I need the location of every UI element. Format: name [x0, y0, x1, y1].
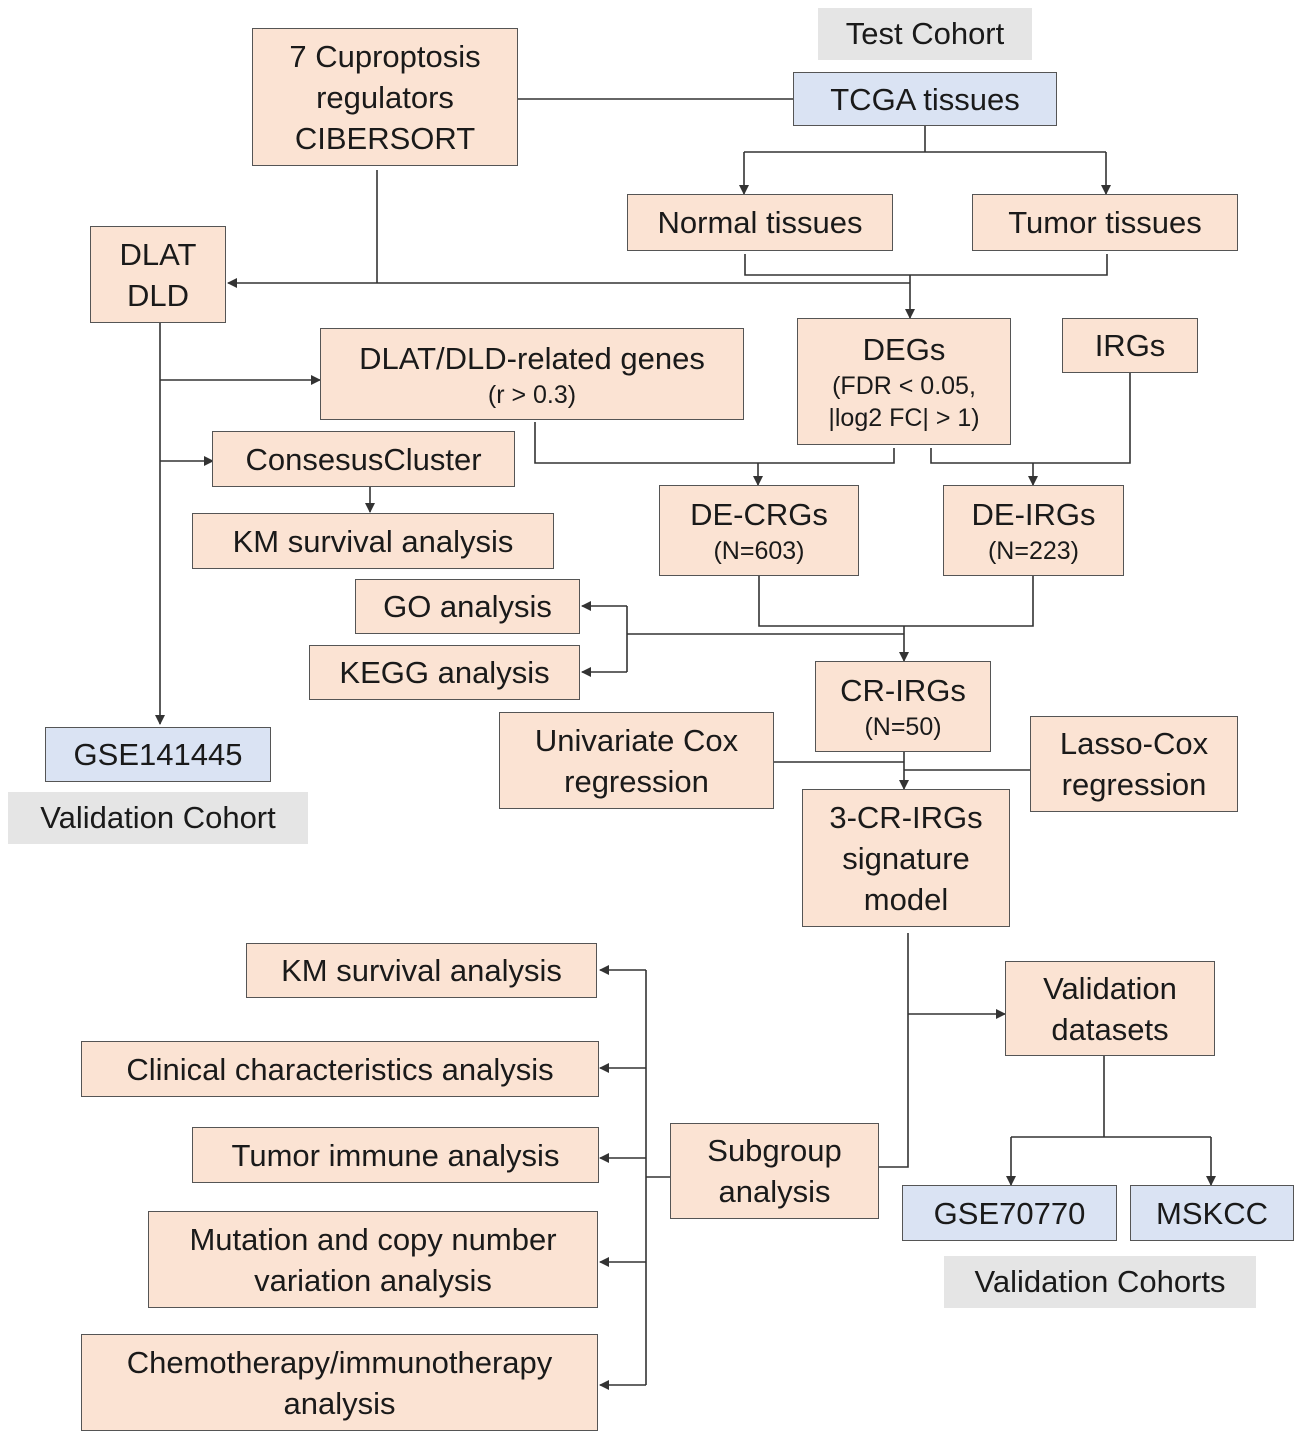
- cuproptosis-line2: regulators: [316, 79, 454, 115]
- validation-cohort-text: Validation Cohort: [40, 800, 276, 835]
- cr-irgs-title: CR-IRGs: [840, 673, 966, 708]
- subgroup-line1: Subgroup: [707, 1133, 842, 1168]
- km-survival-box-1: KM survival analysis: [192, 513, 554, 569]
- chemo-line2: analysis: [283, 1385, 396, 1421]
- mutation-cnv-box: Mutation and copy number variation analy…: [148, 1211, 598, 1308]
- related-genes-box: DLAT/DLD-related genes (r > 0.3): [320, 328, 744, 420]
- mutation-line2: variation analysis: [254, 1262, 492, 1298]
- validation-datasets-line2: datasets: [1051, 1011, 1169, 1047]
- gse70770-text: GSE70770: [933, 1195, 1086, 1231]
- signature-line3: model: [863, 881, 949, 917]
- clinical-characteristics-box: Clinical characteristics analysis: [81, 1041, 599, 1097]
- de-irgs-sub: (N=223): [987, 537, 1079, 565]
- consensus-text: ConsesusCluster: [245, 441, 482, 477]
- tumor-immune-box: Tumor immune analysis: [192, 1127, 599, 1183]
- consensus-cluster-box: ConsesusCluster: [212, 431, 515, 487]
- related-genes-title: DLAT/DLD-related genes: [359, 340, 705, 376]
- irgs-box: IRGs: [1062, 318, 1198, 373]
- normal-text: Normal tissues: [657, 205, 863, 240]
- kegg-text: KEGG analysis: [339, 655, 550, 690]
- validation-cohorts-text: Validation Cohorts: [974, 1264, 1226, 1299]
- lasso-cox-box: Lasso-Cox regression: [1030, 716, 1238, 812]
- gse70770-box: GSE70770: [902, 1185, 1117, 1241]
- go-analysis-box: GO analysis: [355, 579, 580, 634]
- mutation-line1: Mutation and copy number: [189, 1221, 557, 1257]
- degs-sub1: (FDR < 0.05,: [832, 372, 976, 400]
- clinical-text: Clinical characteristics analysis: [126, 1051, 554, 1087]
- test-cohort-text: Test Cohort: [845, 16, 1005, 51]
- test-cohort-label: Test Cohort: [818, 8, 1032, 60]
- km1-text: KM survival analysis: [232, 523, 514, 559]
- univariate-line2: regression: [564, 763, 709, 799]
- km2-text: KM survival analysis: [281, 953, 562, 988]
- de-crgs-sub: (N=603): [713, 537, 805, 565]
- go-text: GO analysis: [383, 589, 552, 624]
- subgroup-analysis-box: Subgroup analysis: [670, 1123, 879, 1219]
- cuproptosis-line1: 7 Cuproptosis: [289, 38, 481, 74]
- univariate-cox-box: Univariate Cox regression: [499, 712, 774, 809]
- validation-datasets-box: Validation datasets: [1005, 961, 1215, 1056]
- gse141445-box: GSE141445: [45, 727, 271, 782]
- line-normal-tumor-merge: [744, 254, 1108, 276]
- signature-line1: 3-CR-IRGs: [829, 799, 983, 835]
- irgs-text: IRGs: [1094, 328, 1166, 363]
- tumor-immune-text: Tumor immune analysis: [231, 1137, 560, 1173]
- degs-sub2: |log2 FC| > 1): [828, 404, 980, 432]
- chemo-immunotherapy-box: Chemotherapy/immunotherapy analysis: [81, 1334, 598, 1431]
- line-de-merge: [758, 576, 1034, 627]
- degs-box: DEGs (FDR < 0.05, |log2 FC| > 1): [797, 318, 1011, 445]
- validation-cohort-label: Validation Cohort: [8, 792, 308, 844]
- tcga-text: TCGA tissues: [830, 81, 1020, 117]
- tcga-box: TCGA tissues: [793, 72, 1057, 126]
- de-crgs-title: DE-CRGs: [690, 497, 828, 532]
- gse141445-text: GSE141445: [73, 737, 243, 772]
- de-crgs-box: DE-CRGs (N=603): [659, 485, 859, 576]
- chemo-line1: Chemotherapy/immunotherapy: [126, 1344, 553, 1380]
- cuproptosis-box: 7 Cuproptosis regulators CIBERSORT: [252, 28, 518, 166]
- normal-tissues-box: Normal tissues: [627, 194, 893, 251]
- dlat-text: DLAT: [119, 236, 197, 272]
- line-related-degs-merge: [534, 422, 895, 464]
- de-irgs-box: DE-IRGs (N=223): [943, 485, 1124, 576]
- dlat-dld-box: DLAT DLD: [90, 226, 226, 323]
- lasso-line2: regression: [1061, 767, 1207, 802]
- km-survival-box-2: KM survival analysis: [246, 943, 597, 998]
- mskcc-box: MSKCC: [1130, 1185, 1294, 1241]
- tumor-text: Tumor tissues: [1008, 205, 1202, 240]
- line-degs-irgs-merge: [930, 373, 1131, 464]
- kegg-analysis-box: KEGG analysis: [309, 645, 580, 700]
- univariate-line1: Univariate Cox: [534, 722, 739, 758]
- degs-title: DEGs: [862, 332, 946, 367]
- related-genes-sub: (r > 0.3): [487, 380, 577, 409]
- line-signature-down: [879, 933, 909, 1168]
- cr-irgs-sub: (N=50): [864, 713, 942, 741]
- lasso-line1: Lasso-Cox: [1059, 726, 1209, 761]
- validation-cohorts-label: Validation Cohorts: [944, 1256, 1256, 1308]
- signature-model-box: 3-CR-IRGs signature model: [802, 789, 1010, 927]
- de-irgs-title: DE-IRGs: [971, 497, 1096, 532]
- subgroup-line2: analysis: [718, 1174, 831, 1209]
- cr-irgs-box: CR-IRGs (N=50): [815, 661, 991, 752]
- cuproptosis-line3: CIBERSORT: [294, 120, 476, 156]
- mskcc-text: MSKCC: [1156, 1195, 1268, 1231]
- dld-text: DLD: [126, 277, 189, 313]
- signature-line2: signature: [842, 840, 970, 876]
- validation-datasets-line1: Validation: [1043, 970, 1177, 1006]
- tumor-tissues-box: Tumor tissues: [972, 194, 1238, 251]
